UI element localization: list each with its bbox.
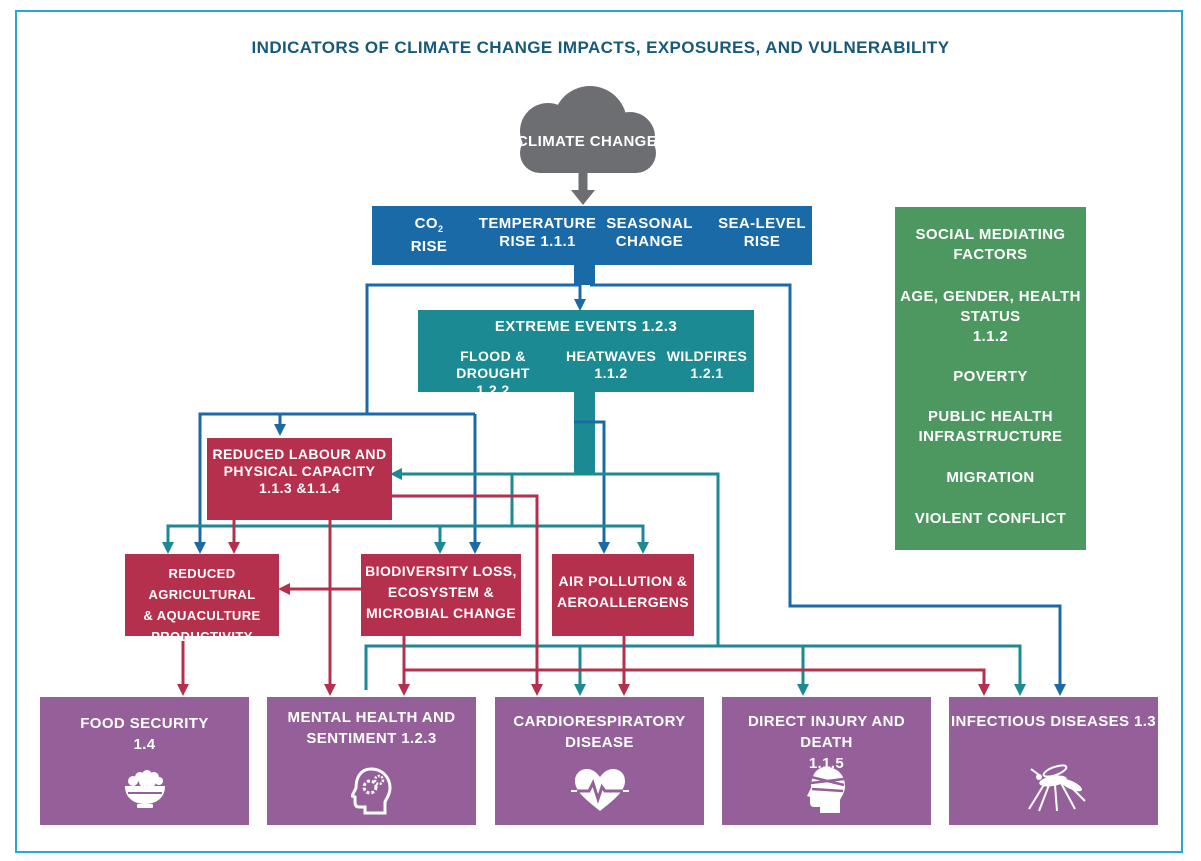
labour-ref: 1.1.3 &1.1.4 (258, 480, 341, 496)
reduced-agriculture-box: REDUCED AGRICULTURAL & AQUACULTURE PRODU… (125, 554, 279, 644)
blue-connectors (194, 283, 1066, 696)
labour-label-2: PHYSICAL CAPACITY (223, 463, 376, 479)
age-gender-label: AGE, GENDER, HEALTH (900, 288, 1081, 305)
air-pollution-box: AIR POLLUTION & AEROALLERGENS (552, 554, 694, 636)
social-mediating-factors-box: SOCIAL MEDIATING FACTORS AGE, GENDER, HE… (895, 207, 1086, 550)
cardiorespiratory-label: CARDIORESPIRATORY (513, 713, 686, 730)
direct-injury-box: DIRECT INJURY AND DEATH 1.1.5 (722, 697, 931, 825)
mental-health-label: MENTAL HEALTH AND (287, 709, 456, 726)
public-health-label: PUBLIC HEALTH (928, 408, 1053, 425)
climate-change-label: CLIMATE CHANGE (516, 133, 658, 150)
infectious-diseases-box: INFECTIOUS DISEASES 1.3 (949, 697, 1158, 825)
biodiversity-loss-box: BIODIVERSITY LOSS, ECOSYSTEM & MICROBIAL… (361, 554, 521, 636)
co2-label: CO (414, 215, 438, 232)
direct-injury-label: DIRECT INJURY AND DEATH (747, 713, 906, 751)
extreme-trunk (574, 392, 595, 474)
heart-pulse-icon (571, 769, 629, 811)
reduced-labour-box: REDUCED LABOUR AND PHYSICAL CAPACITY 1.1… (207, 438, 392, 520)
cloud-icon (520, 86, 656, 173)
health-status-label: STATUS (960, 308, 1021, 325)
heatwaves: HEATWAVES 1.1.2 (566, 348, 656, 382)
mental-health-ref: SENTIMENT 1.2.3 (306, 730, 437, 747)
sea-level-rise: SEA-LEVEL RISE (712, 215, 812, 251)
poverty-label: POVERTY (953, 368, 1028, 385)
age-gender-ref: 1.1.2 (972, 328, 1009, 345)
red-connectors (177, 494, 990, 696)
food-security-label: FOOD SECURITY (80, 715, 209, 732)
co2-rise: CO2 RISE (394, 215, 464, 256)
co2-subscript: 2 (437, 224, 444, 234)
infrastructure-label: INFRASTRUCTURE (918, 428, 1063, 445)
mosquito-icon (1028, 764, 1086, 812)
cloud-arrow-head (571, 190, 595, 205)
extreme-events-title: EXTREME EVENTS 1.2.3 (494, 318, 678, 335)
flood-drought: FLOOD & DROUGHT 1.2.2 (422, 348, 564, 399)
driver-trunk (574, 265, 595, 285)
biodiversity-label-2: ECOSYSTEM & (387, 584, 495, 600)
agriculture-label-1: REDUCED AGRICULTURAL (148, 566, 256, 602)
heatwaves-ref: 1.1.2 (594, 365, 628, 381)
diagram-frame (15, 10, 1183, 853)
seasonal-label: SEASONAL (606, 215, 693, 232)
infectious-diseases-label: INFECTIOUS DISEASES 1.3 (950, 713, 1157, 730)
wildfires-label: WILDFIRES (666, 348, 748, 364)
aeroallergens-label: AEROALLERGENS (557, 594, 689, 610)
temperature-label: TEMPERATURE (478, 215, 597, 232)
flood-drought-label: FLOOD & DROUGHT (456, 348, 530, 381)
wildfires-ref: 1.2.1 (690, 365, 724, 381)
teal-connectors (162, 468, 1026, 696)
heatwaves-label: HEATWAVES (566, 348, 657, 364)
violent-conflict-label: VIOLENT CONFLICT (914, 510, 1067, 527)
agriculture-label-2: & AQUACULTURE (143, 608, 261, 623)
sea-level-label: SEA-LEVEL (718, 215, 806, 232)
food-security-box: FOOD SECURITY 1.4 (40, 697, 249, 825)
direct-injury-ref: 1.1.5 (808, 755, 845, 772)
disease-label: DISEASE (565, 734, 634, 751)
labour-label-1: REDUCED LABOUR AND (212, 446, 387, 462)
extreme-events-box: EXTREME EVENTS 1.2.3 FLOOD & DROUGHT 1.2… (418, 310, 754, 398)
temperature-rise: TEMPERATURE RISE 1.1.1 (475, 215, 600, 251)
temperature-ref: RISE 1.1.1 (499, 233, 576, 250)
diagram-title: INDICATORS OF CLIMATE CHANGE IMPACTS, EX… (251, 38, 950, 57)
social-heading-2: FACTORS (953, 246, 1028, 263)
seasonal-change: SEASONAL CHANGE (602, 215, 697, 251)
cardiorespiratory-box: CARDIORESPIRATORY DISEASE (495, 697, 704, 825)
co2-rise-label: RISE (410, 238, 448, 255)
wildfires: WILDFIRES 1.2.1 (664, 348, 750, 382)
seasonal-change-label: CHANGE (615, 233, 684, 250)
biodiversity-label-1: BIODIVERSITY LOSS, (365, 563, 517, 579)
agriculture-label-3: PRODUCTIVITY (151, 629, 253, 644)
mental-health-box: MENTAL HEALTH AND SENTIMENT 1.2.3 (267, 697, 476, 825)
bandaged-head-icon (807, 767, 845, 813)
biodiversity-label-3: MICROBIAL CHANGE (365, 605, 517, 621)
climate-drivers-box: CO2 RISE TEMPERATURE RISE 1.1.1 SEASONAL… (372, 206, 812, 265)
bowl-icon (125, 770, 165, 808)
migration-label: MIGRATION (946, 469, 1035, 486)
social-heading-1: SOCIAL MEDIATING (915, 226, 1066, 243)
air-pollution-label: AIR POLLUTION & (558, 573, 688, 589)
flood-drought-ref: 1.2.2 (476, 382, 510, 398)
sea-level-rise-label: RISE (743, 233, 781, 250)
head-gears-icon (351, 767, 392, 815)
food-security-ref: 1.4 (133, 736, 156, 753)
